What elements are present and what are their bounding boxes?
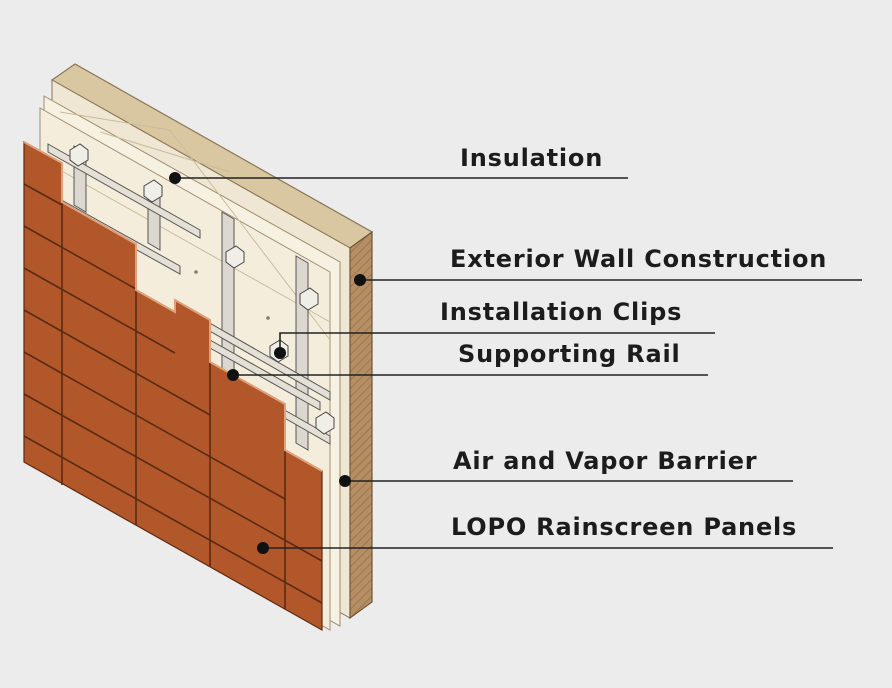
label-installation-clips: Installation Clips [440,298,683,326]
dot-installation-clips [274,347,286,359]
leader-installation-clips [279,332,715,353]
label-exterior-wall-construction: Exterior Wall Construction [450,245,828,273]
label-supporting-rail: Supporting Rail [458,340,681,368]
leader-dots [169,172,366,554]
label-air-vapor-barrier: Air and Vapor Barrier [453,447,758,475]
label-rainscreen-panels: LOPO Rainscreen Panels [451,513,798,541]
rainscreen-panels [23,140,323,632]
horizontal-rails [47,143,331,445]
dot-air-vapor-barrier [339,475,351,487]
dot-supporting-rail [227,369,239,381]
wall-side-face [349,230,373,620]
leader-lines [175,177,862,549]
dot-insulation [169,172,181,184]
dot-rainscreen-panels [257,542,269,554]
installation-clips [69,143,335,435]
label-insulation: Insulation [460,144,604,172]
dot-exterior-wall [354,274,366,286]
